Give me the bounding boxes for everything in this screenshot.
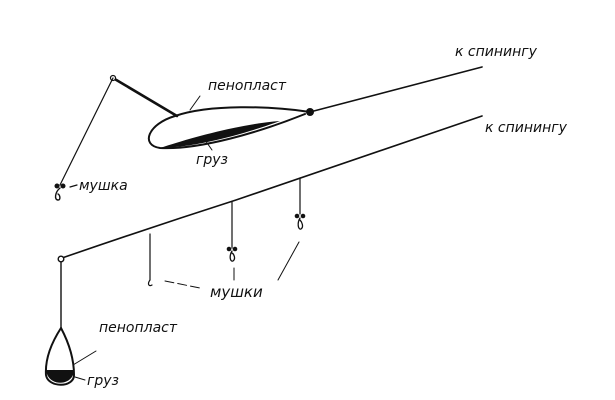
pointer-foam-bottom xyxy=(72,350,97,366)
pointer-flies-3 xyxy=(277,241,300,281)
weight-bottom xyxy=(46,370,74,383)
foam-float-top xyxy=(148,106,311,150)
label-to-spinning-bottom: к спинингу xyxy=(485,120,568,136)
label-flies: мушки xyxy=(210,283,263,301)
label-fly: мушка xyxy=(79,178,128,194)
pointer-weight-top xyxy=(204,139,213,151)
label-to-spinning-top: к спинингу xyxy=(455,44,538,60)
hook-icon xyxy=(147,279,153,287)
main-line-bottom xyxy=(61,115,483,259)
pointer-foam-top xyxy=(189,95,201,111)
pointer-flies-1 xyxy=(164,280,201,289)
leader-mark xyxy=(69,184,78,188)
rod-arm xyxy=(111,76,179,118)
label-foam-top: пенопласт xyxy=(208,78,287,94)
label-weight-bottom: груз xyxy=(87,373,119,389)
pointer-weight-bottom xyxy=(74,376,86,381)
label-weight-top: груз xyxy=(196,152,228,168)
end-ring xyxy=(57,255,65,263)
main-line-top xyxy=(309,66,483,113)
label-foam-bottom: пенопласт xyxy=(99,320,178,336)
top-rig: пенопласт груз мушка к спинингу xyxy=(54,44,538,201)
foam-float-bottom xyxy=(44,326,76,386)
bottom-rig: к спинингу мушки пенопласт груз xyxy=(44,115,568,389)
weight-top xyxy=(160,121,280,148)
fly-icon xyxy=(226,246,238,262)
fly-icon xyxy=(294,213,306,230)
leader-fly xyxy=(59,77,114,186)
fly-icon xyxy=(54,183,66,201)
